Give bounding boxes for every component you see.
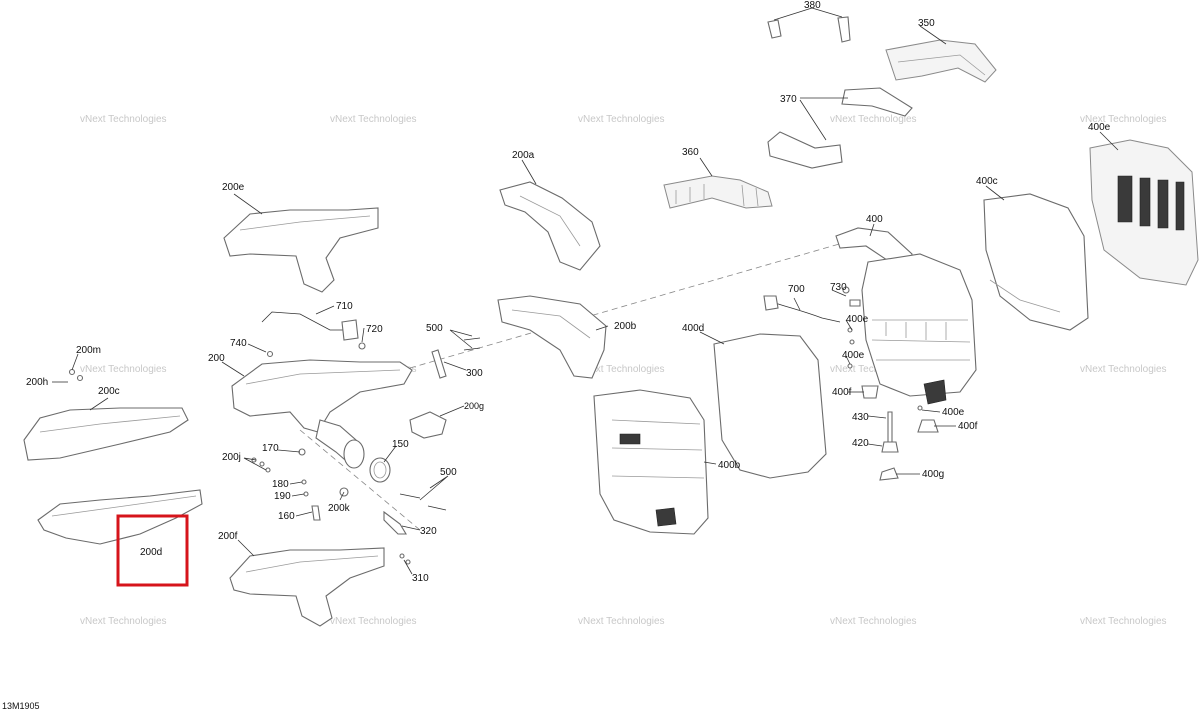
part-400-muffler <box>861 253 977 397</box>
callout-360: 360 <box>682 147 699 158</box>
callout-400b: 400b <box>718 460 741 471</box>
callout-400e: 400e <box>1088 122 1111 133</box>
callout-labels: 380 350 370 360 200a 400e 400c 400 200e … <box>26 0 1111 584</box>
hardware-fasteners <box>68 286 939 565</box>
part-370-heat-shield <box>841 87 913 117</box>
part-200g-bracket <box>409 411 447 439</box>
watermark: vNext Technologies <box>330 616 417 627</box>
callout-370: 370 <box>780 94 797 105</box>
callout-350: 350 <box>918 18 935 29</box>
callout-400e: 400e <box>942 407 965 418</box>
callout-320: 320 <box>420 526 437 537</box>
callout-700: 700 <box>788 284 805 295</box>
watermark: vNext Technologies <box>1080 114 1167 125</box>
callout-200: 200 <box>208 353 225 364</box>
callout-200f: 200f <box>218 531 238 542</box>
watermark: vNext Technologies <box>80 616 167 627</box>
part-500-spring <box>463 337 481 351</box>
callout-720: 720 <box>366 324 383 335</box>
watermark: vNext Technologies <box>578 616 665 627</box>
callout-710: 710 <box>336 301 353 312</box>
part-710-cable <box>261 311 345 331</box>
callout-730: 730 <box>830 282 847 293</box>
assembly-axis <box>409 237 861 369</box>
callout-400: 400 <box>866 214 883 225</box>
callout-190: 190 <box>274 491 291 502</box>
callout-200g: 200g <box>464 401 484 411</box>
watermark: vNext Technologies <box>1080 364 1167 375</box>
callout-500: 500 <box>426 323 443 334</box>
callout-400c: 400c <box>976 176 998 187</box>
callout-170: 170 <box>262 443 279 454</box>
watermark: vNext Technologies <box>330 114 417 125</box>
highlight-box <box>116 514 189 587</box>
part-400c-cover <box>983 193 1089 331</box>
part-200f-heat-shield <box>229 547 385 627</box>
leader-lines <box>52 7 1119 575</box>
callout-200j: 200j <box>222 452 241 463</box>
watermark: vNext Technologies <box>80 114 167 125</box>
part-300-ring <box>431 349 447 379</box>
callout-400f: 400f <box>832 387 852 398</box>
part-150-gasket <box>369 457 391 483</box>
callout-400g: 400g <box>922 469 944 480</box>
watermark: vNext Technologies <box>1080 616 1167 627</box>
part-200c-heat-shield <box>23 407 189 461</box>
callout-430: 430 <box>852 412 869 423</box>
part-400d-panel <box>713 333 827 479</box>
watermark: vNext Technologies <box>578 114 665 125</box>
callout-200b: 200b <box>614 321 637 332</box>
assembly-axis <box>299 429 421 531</box>
part-350-tailpipe <box>885 39 997 83</box>
callout-400e: 400e <box>842 350 865 361</box>
callout-200c: 200c <box>98 386 120 397</box>
figure-code: 13M1905 <box>2 701 40 711</box>
callout-500: 500 <box>440 467 457 478</box>
callout-200e: 200e <box>222 182 245 193</box>
callout-380: 380 <box>804 0 821 11</box>
part-200a-heat-shield <box>499 181 601 271</box>
part-370-pipe <box>767 131 843 169</box>
watermark: vNext Technologies <box>830 364 917 375</box>
callout-160: 160 <box>278 511 295 522</box>
callout-200a: 200a <box>512 150 535 161</box>
callout-300: 300 <box>466 368 483 379</box>
part-360-flex-pipe <box>663 175 773 209</box>
callout-180: 180 <box>272 479 289 490</box>
watermark: vNext Technologies <box>80 364 167 375</box>
callout-200h: 200h <box>26 377 48 388</box>
part-400b-housing <box>593 389 709 535</box>
part-200e-heat-shield <box>223 207 379 293</box>
part-700-sensor-wire <box>771 301 841 323</box>
part-200b-shield <box>497 295 607 379</box>
callout-150: 150 <box>392 439 409 450</box>
watermark: vNext Technologies <box>830 114 917 125</box>
callout-200m: 200m <box>76 345 101 356</box>
callout-740: 740 <box>230 338 247 349</box>
callout-400f: 400f <box>958 421 978 432</box>
watermark: vNext Technologies <box>578 364 665 375</box>
part-380-clamps <box>767 16 851 43</box>
callout-420: 420 <box>852 438 869 449</box>
callout-310: 310 <box>412 573 429 584</box>
part-500-spring <box>399 493 447 511</box>
callout-400e: 400e <box>846 314 869 325</box>
callout-200k: 200k <box>328 503 351 514</box>
watermark: vNext Technologies <box>830 616 917 627</box>
callout-200d: 200d <box>140 547 162 558</box>
callout-400d: 400d <box>682 323 704 334</box>
